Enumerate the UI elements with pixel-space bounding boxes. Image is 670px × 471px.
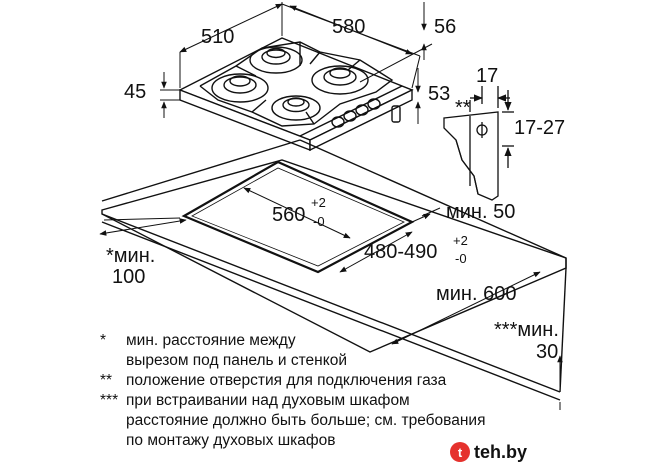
svg-text:*мин.: *мин.: [106, 245, 155, 267]
brand-watermark: t teh.by: [448, 438, 534, 466]
svg-text:30: 30: [536, 341, 558, 363]
dim-cutout-width: 560 +2 -0: [272, 195, 326, 229]
footnote-3: *** при встраивании над духовым шкафом р…: [100, 391, 540, 451]
burner-front: [271, 95, 321, 121]
control-knobs: [331, 98, 381, 128]
footnote-1: * мин. расстояние между вырезом под пане…: [100, 331, 540, 371]
dim-cutout-depth: 480-490 +2 -0: [364, 233, 468, 266]
footnote-line: при встраивании над духовым шкафом: [126, 392, 410, 409]
dim-width-510: 510: [201, 26, 234, 48]
svg-text:-0: -0: [455, 251, 467, 266]
dim-wall-range-17-27: 17-27: [514, 117, 565, 139]
svg-text:-0: -0: [313, 214, 325, 229]
dim-wall-gap-17: 17: [476, 65, 498, 87]
dim-min-side-100: *мин. 100: [106, 245, 155, 288]
gas-position-mark: **: [455, 97, 471, 119]
dim-min-wall-50: мин. 50: [446, 201, 515, 223]
footnote-line: мин. расстояние между: [126, 332, 296, 349]
svg-text:+2: +2: [453, 233, 468, 248]
footnote-mark: **: [100, 372, 113, 389]
dim-depth-580: 580: [332, 16, 365, 38]
svg-text:560: 560: [272, 204, 305, 226]
footnote-line: расстояние должно быть больше; см. требо…: [126, 412, 486, 429]
dim-min-depth-600: мин. 600: [436, 283, 516, 305]
footnote-line: вырезом под панель и стенкой: [126, 352, 347, 369]
worktop-dimension-lines: [99, 187, 563, 410]
footnote-line: положение отверстия для подключения газа: [126, 372, 447, 389]
wall-detail: [443, 86, 514, 201]
footnote-2: ** положение отверстия для подключения г…: [100, 371, 540, 391]
footnote-line: по монтажу духовых шкафов: [126, 432, 336, 449]
hob-dimension-lines: [160, 2, 433, 124]
hob-drawing: [178, 37, 414, 152]
svg-text:100: 100: [112, 266, 145, 288]
brand-name: teh.by: [474, 441, 528, 462]
svg-text:***мин.: ***мин.: [494, 319, 559, 341]
dim-side-53: 53: [428, 83, 450, 105]
burner-left: [211, 73, 269, 103]
brand-logo-icon: t: [450, 442, 470, 462]
footnote-mark: ***: [100, 392, 119, 409]
footnotes: * мин. расстояние между вырезом под пане…: [100, 331, 540, 451]
dim-height-45: 45: [124, 81, 146, 103]
svg-text:+2: +2: [311, 195, 326, 210]
dim-top-56: 56: [434, 16, 456, 38]
burner-right: [311, 65, 369, 95]
svg-text:480-490: 480-490: [364, 241, 437, 263]
dim-min-front-30: ***мин. 30: [494, 319, 559, 363]
footnote-mark: *: [100, 332, 107, 349]
